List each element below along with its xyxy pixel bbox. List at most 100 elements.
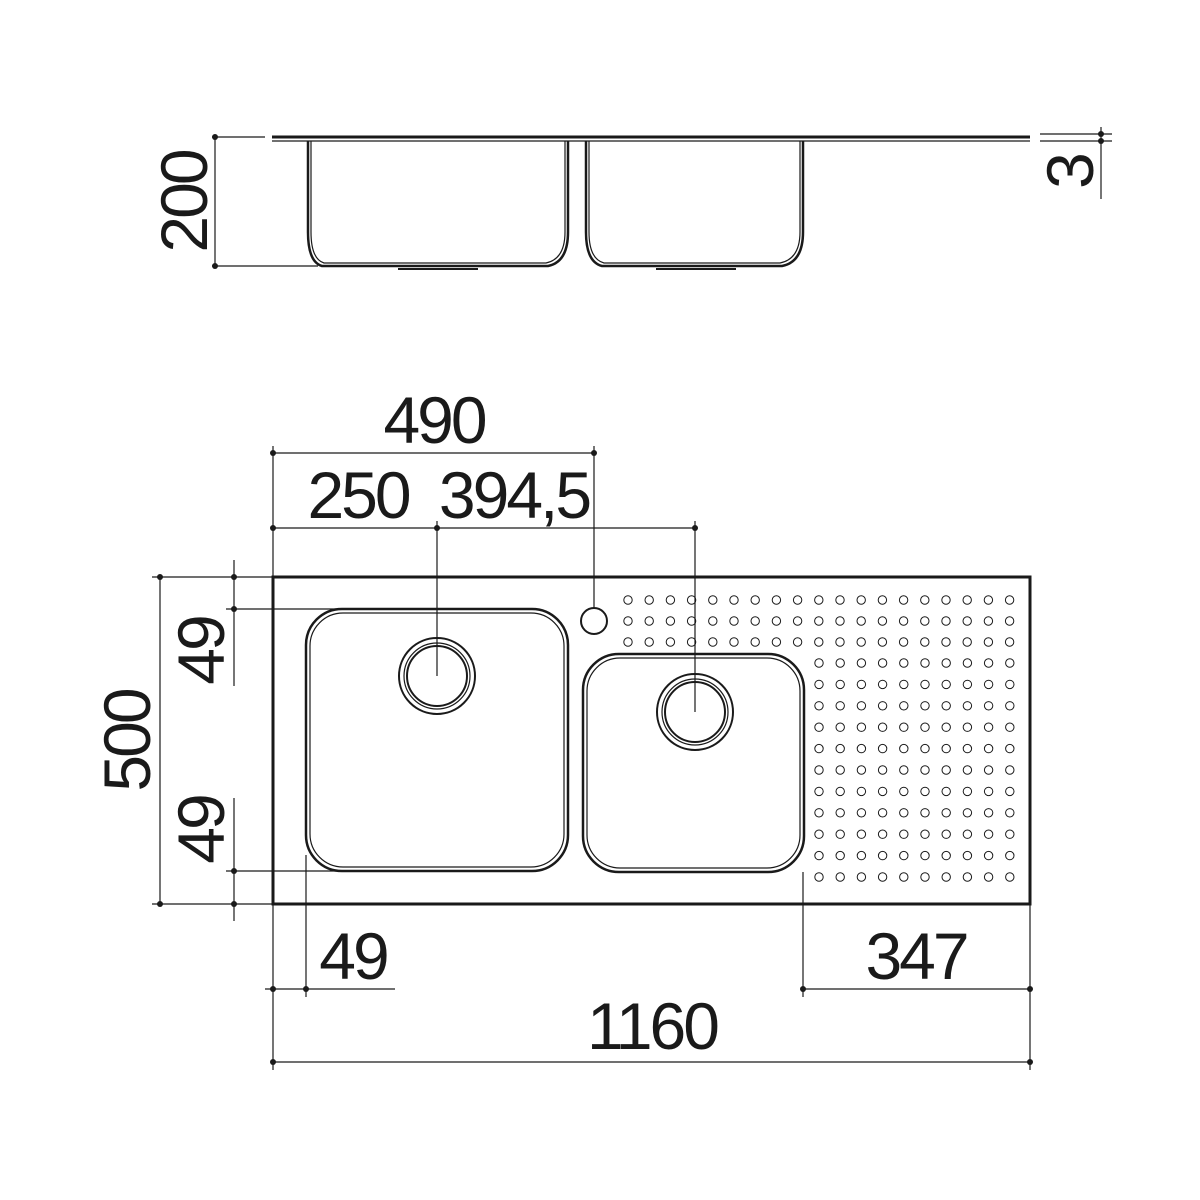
drainer-hole [856,829,867,839]
drainer-hole [920,786,930,797]
drainer-hole [941,658,951,668]
drainer-hole [856,808,867,818]
dim-49-left-label: 49 [319,919,387,993]
drainer-hole [877,658,888,668]
drainer-hole [771,616,782,626]
drainer-hole [644,637,654,647]
drainer-hole [983,616,994,626]
dim-250-label: 250 [307,458,409,532]
drainer-hole [1004,616,1015,626]
drainer-hole [1005,658,1015,668]
dim-500-tick-top [157,574,163,580]
drainer-hole [686,595,697,605]
drainer-hole [920,765,930,775]
drainer-hole [983,679,994,690]
drainer-hole [814,786,824,797]
dim-347-tick-left [800,986,806,992]
drainer-hole [708,595,718,605]
drainer-hole [899,850,909,861]
drainer-hole [877,850,888,861]
dim-3-tick-top [1098,131,1104,137]
drainer-hole [920,850,930,861]
drainer-hole [899,722,909,732]
drainer-hole [899,765,909,775]
drainer-hole [920,616,930,626]
dim-500-label: 500 [90,689,164,791]
drainer-hole [920,679,930,690]
drainer-hole [962,829,973,839]
drainer-hole [941,595,951,605]
side-view: 200 3 [147,127,1112,270]
drainer-hole [835,722,845,732]
dim-49-left-tick-b [303,986,309,992]
drainer-hole [983,765,994,775]
drainer-hole [792,595,803,605]
dim-200-label: 200 [147,150,221,252]
drainer-hole [835,829,845,839]
drainer-hole [1005,872,1015,882]
drainer-hole [750,637,760,647]
drainer-hole [750,595,760,605]
drainer-hole [814,808,824,818]
drainer-hole [665,616,676,626]
drainer-hole [644,595,654,605]
drainer-hole [962,743,973,754]
drainer-hole [835,658,845,668]
drainer-hole [665,595,676,605]
dim-200-tick-top [212,134,218,140]
drainer-hole [623,616,633,626]
drainer-hole [983,850,994,861]
drainer-hole [856,701,867,711]
drainer-hole [941,637,951,647]
drainer-hole [623,595,633,605]
drainer-hole [941,829,951,839]
drainer-hole [962,637,972,647]
drainer-hole [983,595,994,605]
drainer-hole [877,829,888,839]
drainer-hole [877,743,888,754]
dim-394-5-label: 394,5 [439,458,589,532]
dim-1160-label: 1160 [587,989,718,1063]
dim-1160-tick-left [270,1059,276,1065]
drainer-hole [814,701,824,711]
drainer-hole [898,637,909,647]
drainer-hole [708,637,718,647]
drainer-hole [750,616,760,626]
drainer-hole [920,637,930,647]
dim-49-left-tick-a [270,986,276,992]
drainer-hole [962,850,973,861]
drainer-hole [941,722,951,732]
drainer-hole [835,616,845,626]
drainer-hole [856,658,867,668]
drainer-hole [856,872,867,882]
dim-3-tick-bottom [1098,138,1104,144]
drainer-hole [877,595,888,605]
drainer-hole [814,595,824,605]
drainer-hole [792,616,803,626]
top-view: 490 250 394,5 500 49 49 [90,383,1033,1070]
dim-49-top-label: 49 [164,617,238,685]
drainer-hole [835,679,845,690]
drainer-hole [814,829,824,839]
tap-hole [580,607,608,635]
drainer-hole [920,808,930,818]
drainer-hole [729,637,739,647]
drainer-hole [814,850,824,861]
drainer-hole [899,679,909,690]
drainer-hole [920,658,930,668]
drainer-hole [898,595,909,605]
drainer-hole [983,722,994,732]
drainer-hole [856,616,866,626]
drainer-hole [665,637,676,647]
drainer-hole [856,722,867,732]
drainer-hole [814,616,824,626]
drainer-hole [877,808,888,818]
drainer-hole [835,595,845,605]
drainer-hole [1004,595,1015,605]
drainer-hole [877,872,888,882]
drainer-hole [686,637,697,647]
drainer-hole [941,765,951,775]
drainer-hole [877,765,888,775]
drainer-hole [962,658,973,668]
